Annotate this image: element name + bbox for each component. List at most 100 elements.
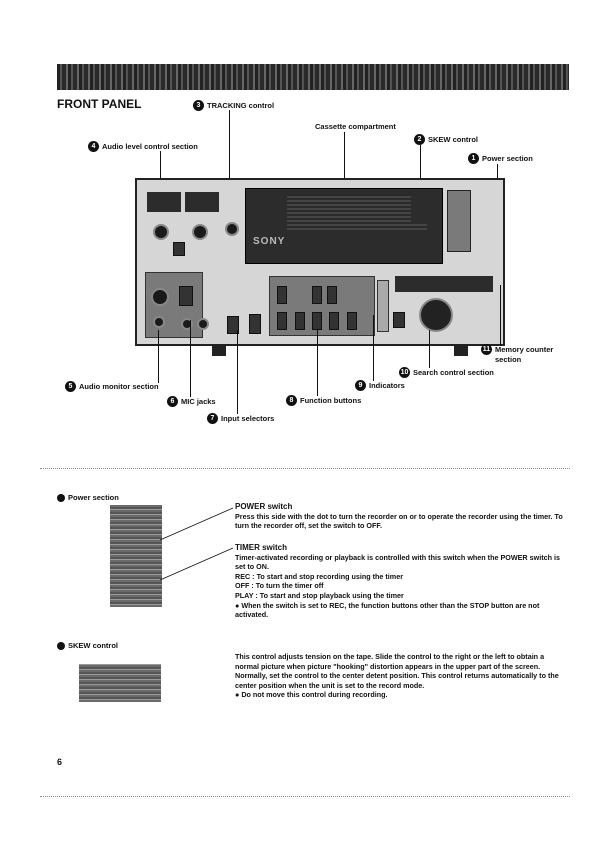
callout-tracking: 3 TRACKING control	[193, 100, 274, 111]
timer-switch-text: Timer-activated recording or playback is…	[235, 552, 560, 572]
headphone-jack[interactable]	[153, 316, 165, 328]
input-selector-2[interactable]	[249, 314, 261, 334]
vcr-front-panel-photo: SONY	[135, 178, 505, 346]
power-section-photo	[110, 505, 162, 607]
leader-line	[420, 145, 421, 195]
skew-slider[interactable]	[411, 194, 439, 224]
bottom-divider	[40, 796, 570, 797]
callout-mic-jacks: 6 MIC jacks	[167, 396, 216, 407]
timer-rec: REC : To start and stop recording using …	[235, 571, 403, 581]
skew-note-text: Do not move this control during recordin…	[241, 690, 388, 700]
callout-label: SKEW control	[428, 135, 478, 144]
callout-number: 5	[65, 381, 76, 392]
divider	[40, 468, 570, 469]
front-panel-heading: FRONT PANEL	[57, 97, 142, 111]
callout-number: 6	[167, 396, 178, 407]
timer-switch-title: TIMER switch	[235, 543, 288, 552]
callout-cassette: Cassette compartment	[315, 122, 396, 131]
callout-label: Power section	[482, 154, 533, 163]
callout-number: 1	[468, 153, 479, 164]
leader-line	[500, 285, 501, 345]
callout-label: Input selectors	[221, 414, 275, 423]
heading-label: Power section	[68, 493, 119, 502]
mic-jack-left[interactable]	[181, 318, 193, 330]
callout-label: Indicators	[369, 381, 405, 390]
audio-level-knob-left[interactable]	[153, 224, 169, 240]
callout-label: section	[495, 355, 522, 364]
mic-jack-right[interactable]	[197, 318, 209, 330]
audio-meter-right	[185, 192, 219, 212]
callout-memory-counter-line2: section	[495, 355, 521, 364]
timer-play: PLAY : To start and stop playback using …	[235, 590, 404, 600]
power-switch-panel[interactable]	[447, 190, 471, 252]
leader-line	[229, 110, 230, 215]
callout-number: 11	[481, 344, 492, 355]
callout-number: 3	[193, 100, 204, 111]
function-button[interactable]	[347, 312, 357, 330]
leader-line	[373, 315, 374, 381]
function-button[interactable]	[277, 286, 287, 304]
function-button[interactable]	[329, 312, 339, 330]
timer-note: ● When the switch is set to REC, the fun…	[235, 600, 540, 620]
input-selector-1[interactable]	[227, 316, 239, 334]
callout-label: Cassette compartment	[315, 122, 396, 131]
bullet-icon	[57, 641, 65, 650]
callout-search-control: 10 Search control section	[399, 367, 494, 378]
search-dial[interactable]	[419, 298, 453, 332]
function-button[interactable]	[277, 312, 287, 330]
skew-section-heading: SKEW control	[57, 641, 118, 650]
monitor-select-switch[interactable]	[179, 286, 193, 306]
audio-meter-left	[147, 192, 181, 212]
skew-text-block: This control adjusts tension on the tape…	[235, 652, 570, 700]
audio-monitor-panel	[145, 272, 203, 338]
timer-off: OFF : To turn the timer off	[235, 581, 324, 591]
foot-right	[454, 346, 468, 356]
leader-line	[160, 151, 161, 191]
skew-control-photo	[79, 664, 161, 702]
cassette-window	[287, 194, 427, 230]
callout-label: Function buttons	[300, 396, 362, 405]
memory-counter-display	[395, 276, 493, 292]
timer-switch-block: TIMER switch Timer-activated recording o…	[235, 543, 570, 620]
callout-label: Memory counter	[495, 345, 554, 354]
callout-indicators: 9 Indicators	[355, 380, 405, 391]
callout-skew: 2 SKEW control	[414, 134, 478, 145]
sony-logo: SONY	[253, 236, 286, 247]
timer-note-text: When the switch is set to REC, the funct…	[235, 600, 540, 620]
indicator-strip	[377, 280, 389, 332]
callout-memory-counter: 11 Memory counter	[481, 344, 553, 355]
leader-line	[429, 330, 430, 368]
skew-text: This control adjusts tension on the tape…	[235, 652, 559, 690]
leader-line	[237, 330, 238, 414]
function-button[interactable]	[295, 312, 305, 330]
callout-number: 8	[286, 395, 297, 406]
monitor-volume-knob[interactable]	[151, 288, 169, 306]
leader-line	[344, 132, 345, 188]
tracking-knob[interactable]	[225, 222, 239, 236]
function-button[interactable]	[327, 286, 337, 304]
function-button[interactable]	[312, 286, 322, 304]
callout-number: 4	[88, 141, 99, 152]
callout-input-selectors: 7 Input selectors	[207, 413, 274, 424]
heading-label: SKEW control	[68, 641, 118, 650]
leader-line	[317, 330, 318, 396]
audio-select-button[interactable]	[173, 242, 185, 256]
power-switch-text: Press this side with the dot to turn the…	[235, 511, 563, 531]
power-switch-block: POWER switch Press this side with the do…	[235, 502, 570, 531]
callout-number: 9	[355, 380, 366, 391]
page-number: 6	[57, 757, 63, 767]
callout-number: 2	[414, 134, 425, 145]
audio-level-knob-right[interactable]	[192, 224, 208, 240]
callout-number: 7	[207, 413, 218, 424]
callout-label: MIC jacks	[181, 397, 216, 406]
callout-power: 1 Power section	[468, 153, 533, 164]
callout-audio-monitor: 5 Audio monitor section	[65, 381, 159, 392]
leader-line	[190, 320, 191, 397]
callout-label: Audio level control section	[102, 142, 198, 151]
search-button[interactable]	[393, 312, 405, 328]
callout-audio-level: 4 Audio level control section	[88, 141, 198, 152]
power-leader-lines	[159, 507, 234, 581]
function-button[interactable]	[312, 312, 322, 330]
power-switch-title: POWER switch	[235, 502, 293, 511]
section-title-band	[57, 64, 569, 90]
